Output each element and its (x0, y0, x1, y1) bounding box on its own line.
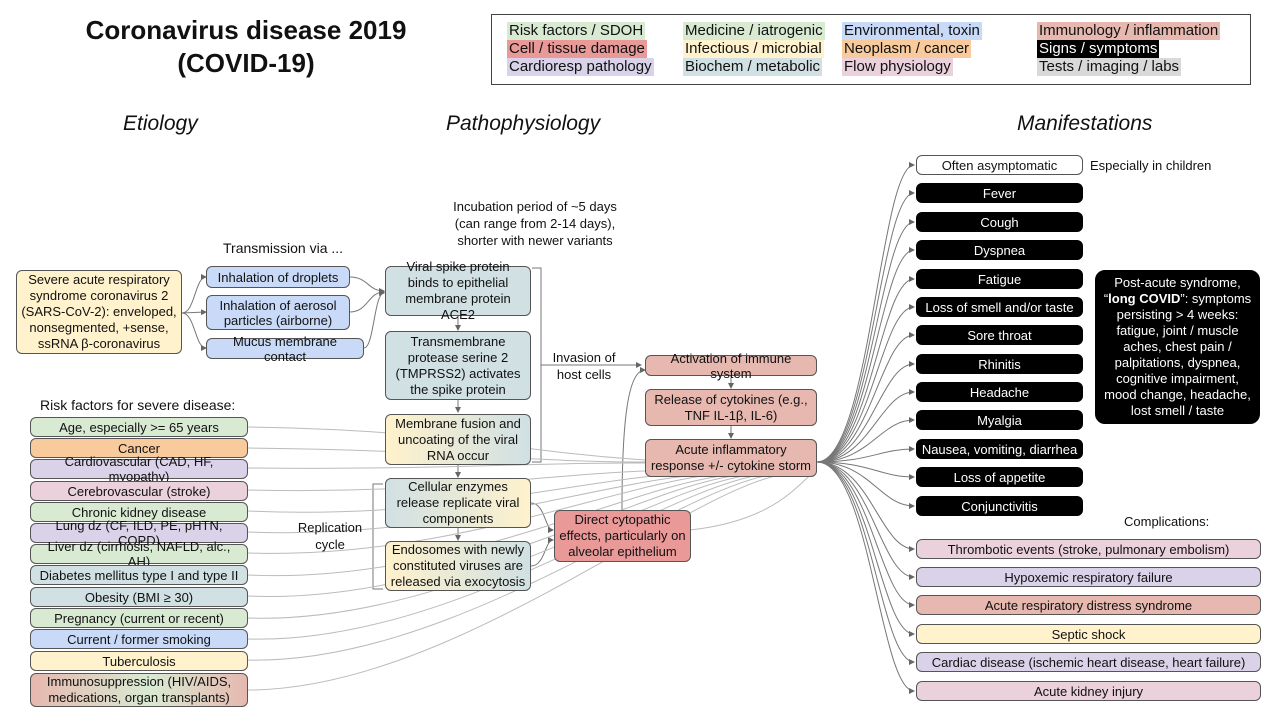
long-covid-text: Post-acute syndrome, “long COVID”: sympt… (1102, 275, 1253, 419)
incubation-line: (can range from 2-14 days), (454, 216, 616, 231)
symptom-item: Often asymptomatic (916, 155, 1083, 175)
title-line-2: (COVID-19) (177, 48, 315, 78)
risk-factor-item: Tuberculosis (30, 651, 248, 671)
risk-factor-item: Liver dz (cirrhosis, NAFLD, alc., AH) (30, 539, 248, 569)
legend-item: Signs / symptoms (1037, 40, 1160, 58)
children-note: Especially in children (1090, 158, 1212, 173)
long-covid-box: Post-acute syndrome, “long COVID”: sympt… (1095, 270, 1260, 424)
risk-factor-item: Cerebrovascular (stroke) (30, 481, 248, 501)
risk-factor-item: Cancer (30, 438, 248, 458)
direct-cytopathic-effects: Direct cytopathic effects, particularly … (554, 510, 691, 562)
legend-item: Cell / tissue damage (507, 40, 647, 58)
symptom-item: Conjunctivitis (916, 496, 1083, 516)
symptom-item: Loss of appetite (916, 467, 1083, 487)
legend-item: Risk factors / SDOH (507, 22, 646, 40)
long-covid-bold: long COVID (1108, 291, 1181, 306)
immune-activation: Activation of immune system (645, 351, 817, 381)
complication-item: Hypoxemic respiratory failure (916, 567, 1261, 587)
cytokine-release: Release of cytokines (e.g., TNF IL-1β, I… (645, 389, 817, 426)
risk-factor-item: Lung dz (CF, ILD, PE, pHTN, COPD) (30, 518, 248, 548)
legend-item: Tests / imaging / labs (1037, 58, 1182, 76)
complication-item: Cardiac disease (ischemic heart disease,… (916, 652, 1261, 672)
symptom-item: Headache (916, 382, 1083, 402)
section-manifestations: Manifestations (1017, 112, 1153, 135)
transmission-aerosol: Inhalation of aerosol particles (airborn… (206, 295, 350, 330)
color-legend: Risk factors / SDOH Medicine / iatrogeni… (491, 14, 1251, 85)
transmission-mucus: Mucus membrane contact (206, 334, 364, 364)
legend-item: Cardioresp pathology (507, 58, 654, 76)
legend-item: Neoplasm / cancer (842, 40, 972, 58)
symptom-item: Sore throat (916, 325, 1083, 345)
tmprss2-activation: Transmembrane protease serine 2 (TMPRSS2… (385, 331, 531, 400)
risk-factor-item: Pregnancy (current or recent) (30, 608, 248, 628)
section-etiology: Etiology (123, 112, 198, 135)
transmission-droplets: Inhalation of droplets (206, 266, 350, 288)
risk-factors-header: Risk factors for severe disease: (40, 397, 236, 413)
symptom-item: Loss of smell and/or taste (916, 297, 1083, 317)
symptom-item: Myalgia (916, 410, 1083, 430)
complication-item: Septic shock (916, 624, 1261, 644)
incubation-line: shorter with newer variants (457, 233, 613, 248)
complications-header: Complications: (1124, 514, 1210, 529)
risk-factor-item: Obesity (BMI ≥ 30) (30, 587, 248, 607)
legend-item: Medicine / iatrogenic (683, 22, 825, 40)
long-covid-suffix: ”: symptoms persisting > 4 weeks: fatigu… (1104, 291, 1252, 418)
page-title: Coronavirus disease 2019 (COVID-19) (40, 14, 452, 80)
title-line-1: Coronavirus disease 2019 (85, 15, 407, 45)
membrane-fusion: Membrane fusion and uncoating of the vir… (385, 414, 531, 465)
risk-factor-item: Current / former smoking (30, 629, 248, 649)
endosomes-exocytosis: Endosomes with newly constituted viruses… (385, 541, 531, 591)
section-pathophysiology: Pathophysiology (446, 112, 601, 135)
replication-line: cycle (315, 537, 345, 552)
invasion-line: Invasion of (552, 350, 616, 365)
risk-factor-item: Age, especially >= 65 years (30, 417, 248, 437)
sars-cov-2-box: Severe acute respiratory syndrome corona… (16, 270, 182, 354)
symptom-item: Rhinitis (916, 354, 1083, 374)
risk-factor-item: Diabetes mellitus type I and type II (30, 565, 248, 585)
long-covid-prefix: Post-acute syndrome, “ (1103, 275, 1241, 306)
legend-item: Biochem / metabolic (683, 58, 823, 76)
invasion-line: host cells (556, 367, 612, 382)
risk-factor-item: Chronic kidney disease (30, 502, 248, 522)
legend-item: Flow physiology (842, 58, 953, 76)
replication-cycle-label: Replication cycle (295, 519, 365, 553)
symptom-item: Fever (916, 183, 1083, 203)
risk-factor-item: Cardiovascular (CAD, HF, myopathy) (30, 454, 248, 484)
complication-item: Thrombotic events (stroke, pulmonary emb… (916, 539, 1261, 559)
legend-item: Environmental, toxin (842, 22, 982, 40)
legend-item: Infectious / microbial (683, 40, 824, 58)
symptom-item: Dyspnea (916, 240, 1083, 260)
complication-item: Acute kidney injury (916, 681, 1261, 701)
incubation-line: Incubation period of ~5 days (453, 199, 617, 214)
symptom-item: Nausea, vomiting, diarrhea (916, 439, 1083, 459)
symptom-item: Fatigue (916, 269, 1083, 289)
legend-item: Immunology / inflammation (1037, 22, 1221, 40)
inflammatory-response: Acute inflammatory response +/- cytokine… (645, 439, 817, 477)
complication-item: Acute respiratory distress syndrome (916, 595, 1261, 615)
invasion-label: Invasion of host cells (547, 349, 621, 383)
risk-factor-item: Immunosuppression (HIV/AIDS, medications… (30, 673, 248, 707)
viral-spike-binding: Viral spike protein binds to epithelial … (385, 259, 531, 322)
transmission-note: Transmission via ... (223, 240, 344, 256)
cellular-enzymes: Cellular enzymes release replicate viral… (385, 478, 531, 528)
symptom-item: Cough (916, 212, 1083, 232)
replication-line: Replication (297, 520, 363, 535)
incubation-note: Incubation period of ~5 days (can range … (430, 198, 640, 249)
